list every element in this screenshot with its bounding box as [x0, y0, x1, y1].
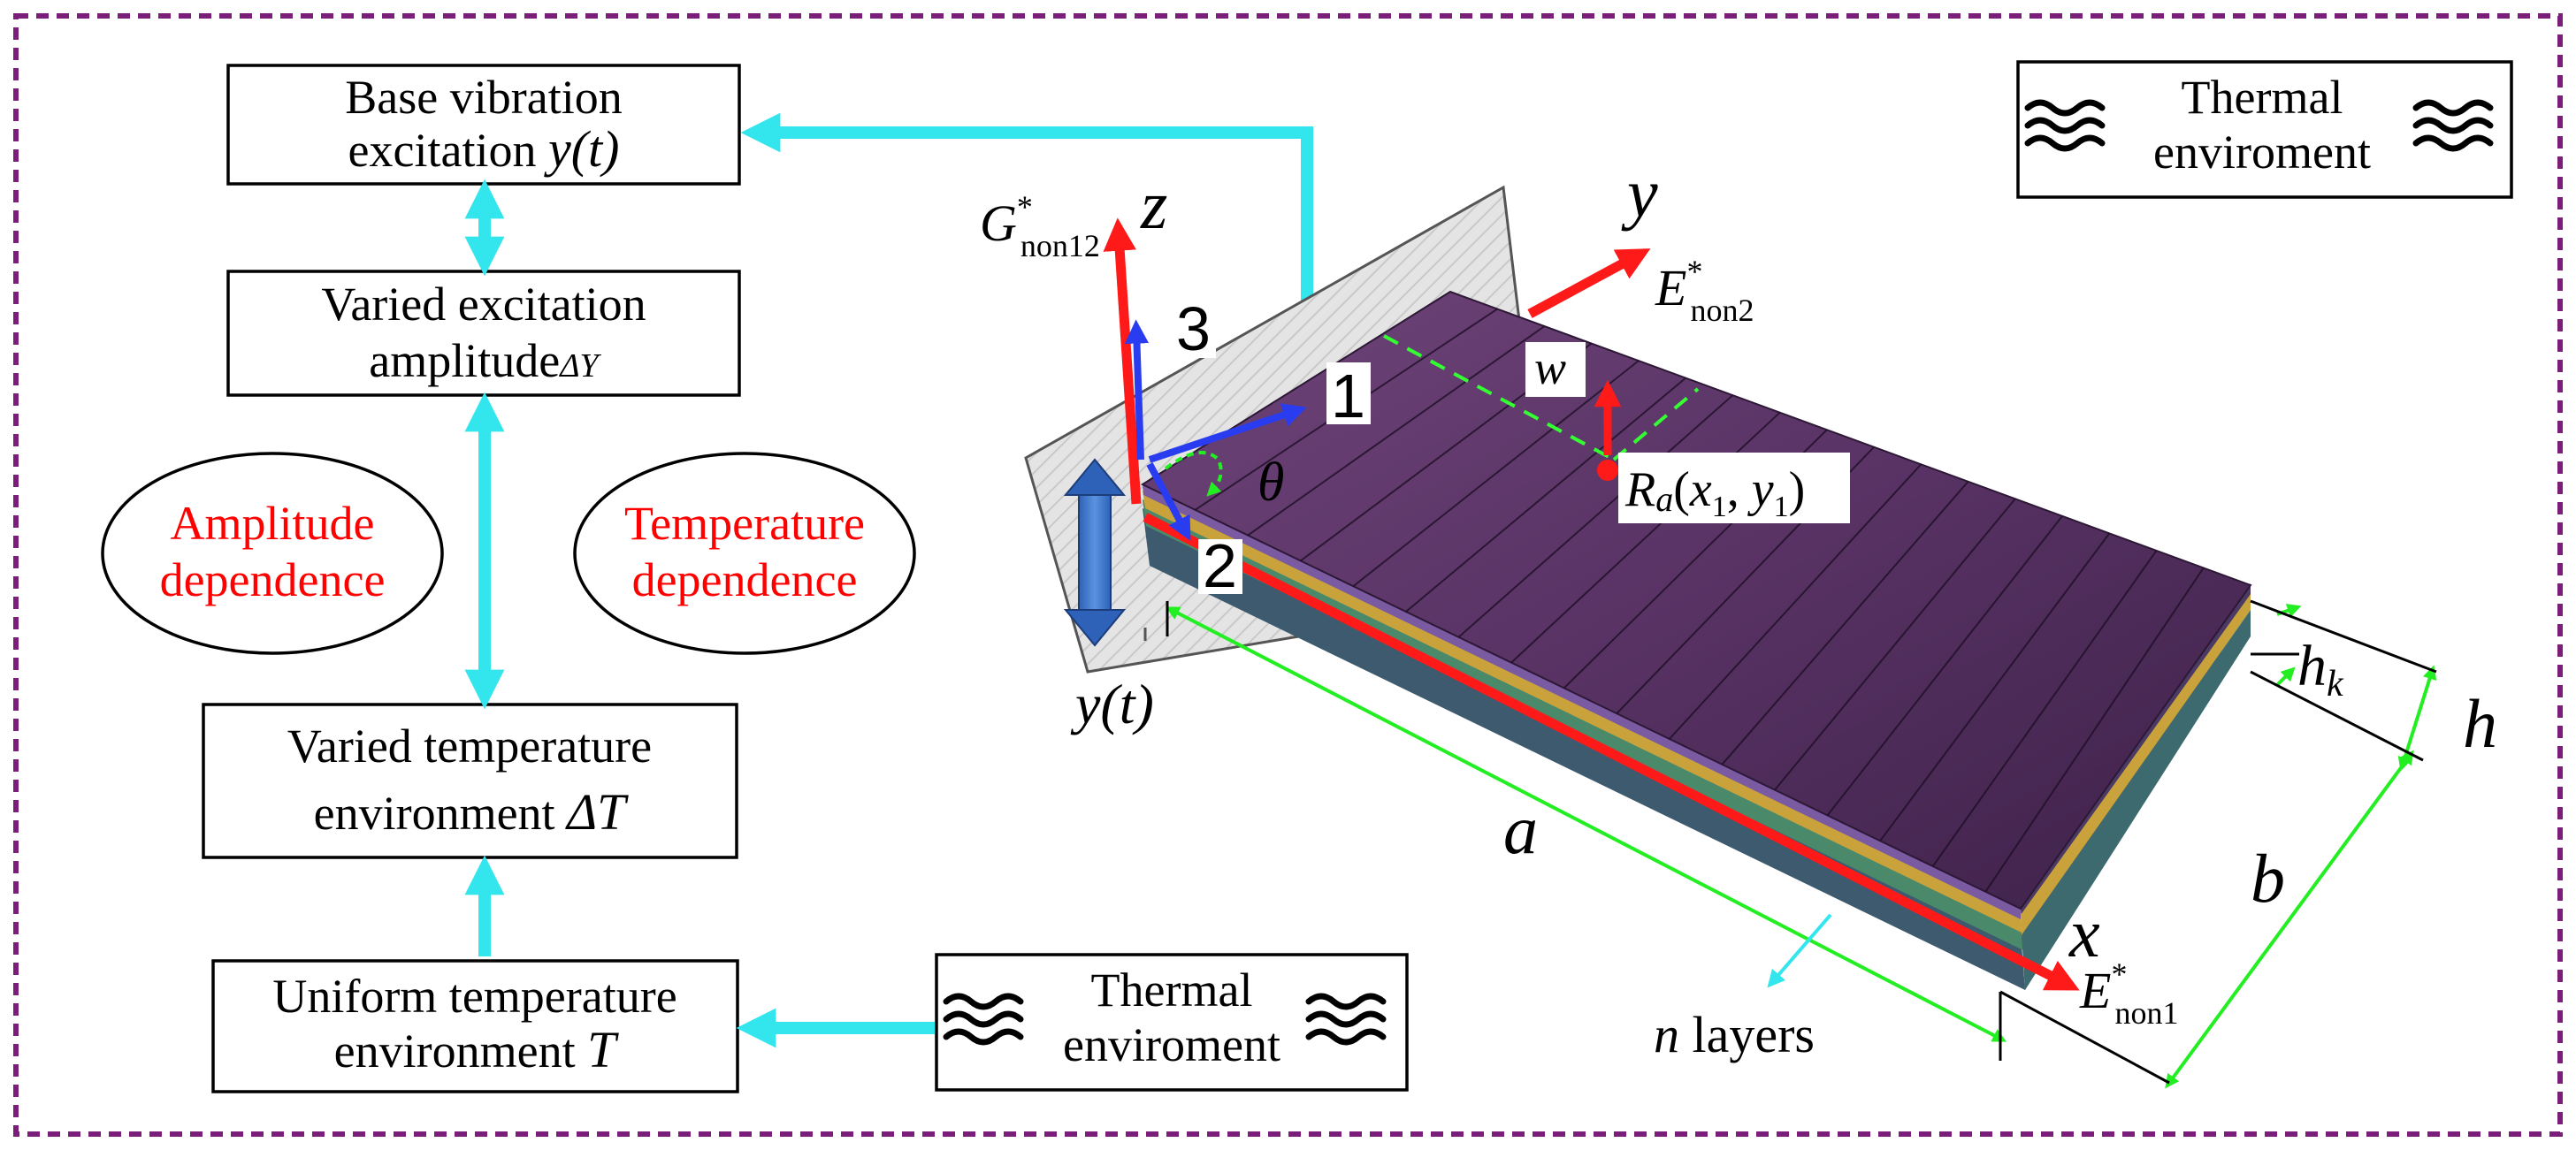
amplitude-dependence-line1: Amplitude — [171, 497, 375, 550]
label-bg-w — [1525, 342, 1586, 397]
label-bg-3 — [1172, 303, 1216, 358]
axis-1 — [1148, 403, 1307, 463]
dim-a — [1165, 606, 2007, 1042]
varied-amplitude-box: Varied excitation amplitudeΔY — [226, 270, 741, 397]
base-vibration-line1: Base vibration — [345, 71, 622, 124]
thermal-environment-bottom-box: Thermal enviroment — [935, 953, 1409, 1092]
dim-hk-label: hk — [2297, 634, 2344, 704]
dim-h — [2397, 665, 2437, 772]
axis-1-label: 1 — [1331, 362, 1365, 430]
axis-2 — [1146, 462, 1191, 542]
fiber-line — [1457, 394, 1734, 638]
theta-label: θ — [1257, 453, 1284, 513]
uniform-temperature-line1: Uniform temperature — [272, 970, 676, 1023]
varied-temperature-line1: Varied temperature — [287, 720, 652, 773]
dim-b — [2165, 750, 2414, 1089]
label-bg-2 — [1198, 539, 1242, 594]
thermal-top-line2: enviroment — [2153, 126, 2371, 179]
e-non1-label: E*non1 — [2079, 956, 2178, 1031]
fiber-line — [1247, 325, 1546, 537]
flow-arrows — [464, 112, 1313, 1048]
dim-hk-lower — [2275, 666, 2296, 687]
thermal-bottom-line2: enviroment — [1063, 1018, 1280, 1071]
axis-3 — [1124, 319, 1150, 461]
excitation-double-arrow — [1063, 458, 1127, 647]
y-axis — [1527, 248, 1651, 318]
varied-temperature-box: Varied temperature environment ΔT — [202, 703, 738, 859]
fiber-line — [1984, 567, 2205, 893]
axis-2-label: 2 — [1203, 531, 1237, 600]
amplitude-dependence-line2: dependence — [160, 553, 386, 606]
n-layers-label: n layers — [1654, 1006, 1815, 1063]
heat-wave-icon-right — [2412, 99, 2494, 152]
z-axis-label: z — [1140, 166, 1167, 243]
y-axis-label: y — [1621, 155, 1658, 232]
yt-label: y(t) — [1070, 673, 1154, 735]
ra-label: Ra(x1, y1) — [1624, 462, 1805, 523]
varied-amplitude-line2: amplitudeΔY — [369, 334, 601, 387]
x-axis — [1143, 513, 2080, 991]
outer-frame — [13, 13, 2563, 1137]
thermal-environment-top-box: Thermal enviroment — [2016, 60, 2513, 199]
label-bg-1 — [1326, 362, 1371, 424]
thermal-top-line1: Thermal — [2182, 71, 2343, 124]
uniform-temperature-line2: environment T — [334, 1021, 619, 1078]
extension-lines — [1166, 599, 2437, 1085]
fiber-line — [1405, 377, 1686, 613]
arrow-plate-to-base — [740, 112, 1313, 340]
heat-wave-icon-left — [2024, 99, 2106, 152]
label-bg-ra — [1618, 453, 1850, 523]
layers-pointer — [1767, 913, 1832, 988]
e-non2-label: E*non2 — [1655, 254, 1754, 328]
varied-amplitude-line1: Varied excitation — [321, 278, 646, 331]
dim-h-label: h — [2463, 685, 2497, 762]
reference-dashed-lines — [1383, 334, 1700, 461]
temperature-dependence-line1: Temperature — [624, 497, 865, 550]
varied-temperature-line2: environment ΔT — [314, 783, 629, 841]
uniform-temperature-box: Uniform temperature environment T — [211, 959, 739, 1093]
base-vibration-line2: excitation y(t) — [348, 120, 620, 178]
g-non12-label: G*non12 — [980, 189, 1100, 263]
material-axes — [1124, 319, 1307, 542]
temperature-dependence-ellipse: Temperature dependence — [573, 452, 916, 655]
dim-a-label: a — [1503, 791, 1538, 868]
temperature-dependence-line2: dependence — [632, 553, 858, 606]
w-label: w — [1534, 341, 1566, 394]
z-axis — [1103, 217, 1142, 505]
point-ra — [1597, 460, 1618, 481]
x-axis-label: x — [2068, 895, 2100, 971]
axis-3-label: 3 — [1176, 294, 1211, 363]
dim-b-label: b — [2251, 840, 2285, 917]
heat-wave-icon-left — [943, 993, 1024, 1046]
global-axes — [1103, 217, 2080, 991]
fiber-line — [1352, 360, 1640, 587]
thermal-bottom-line1: Thermal — [1091, 963, 1253, 1017]
amplitude-dependence-ellipse: Amplitude dependence — [101, 452, 444, 655]
base-vibration-box: Base vibration excitation y(t) — [226, 64, 741, 186]
